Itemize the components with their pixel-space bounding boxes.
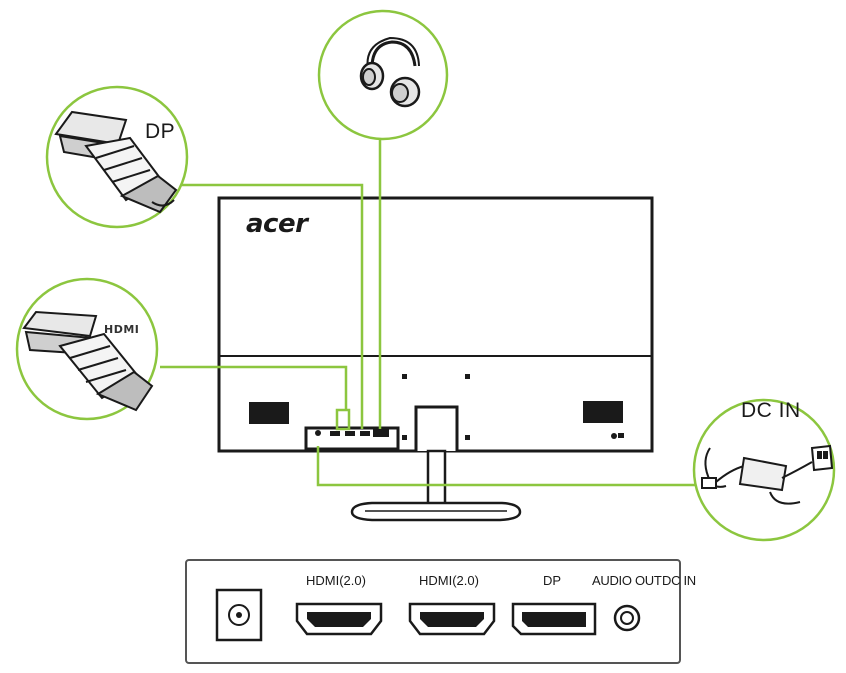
port-label-hdmi-2: HDMI(2.0) xyxy=(419,573,479,588)
right-speaker-vent xyxy=(583,401,623,423)
connection-lines xyxy=(160,138,696,487)
headphones-icon xyxy=(359,36,421,108)
vesa-screw-hole xyxy=(465,435,470,440)
dc-in-callout-label: DC IN xyxy=(741,399,801,422)
port-label-dp: DP xyxy=(543,573,562,588)
kensington-lock-icon xyxy=(611,433,617,439)
hdmi-port-icon xyxy=(295,602,383,636)
left-speaker-vent xyxy=(249,402,289,424)
port-label-dc-in: DC IN xyxy=(662,573,696,588)
dp-line xyxy=(180,183,364,429)
hdmi-connector-icon xyxy=(22,310,154,412)
monitor-stand xyxy=(350,405,522,522)
audio-jack-icon xyxy=(613,604,641,632)
vesa-screw-hole xyxy=(402,374,407,379)
acer-logo: acer xyxy=(246,209,308,239)
hdmi-line xyxy=(160,365,348,410)
dp-port-icon xyxy=(511,602,597,636)
power-adapter-icon xyxy=(701,444,834,505)
port-label-hdmi-1: HDMI(2.0) xyxy=(306,573,366,588)
hdmi-logo-label: HDMI xyxy=(104,323,140,336)
hdmi-port-highlight xyxy=(335,408,351,431)
dp-connector-icon xyxy=(54,110,178,214)
dc-in-line xyxy=(316,446,696,487)
port-label-audio-out: AUDIO OUT xyxy=(592,573,662,588)
vesa-screw-hole xyxy=(465,374,470,379)
vesa-screw-hole xyxy=(402,435,407,440)
dp-callout-label: DP xyxy=(145,120,176,143)
hdmi-port-icon xyxy=(408,602,496,636)
port-panel xyxy=(185,559,681,664)
